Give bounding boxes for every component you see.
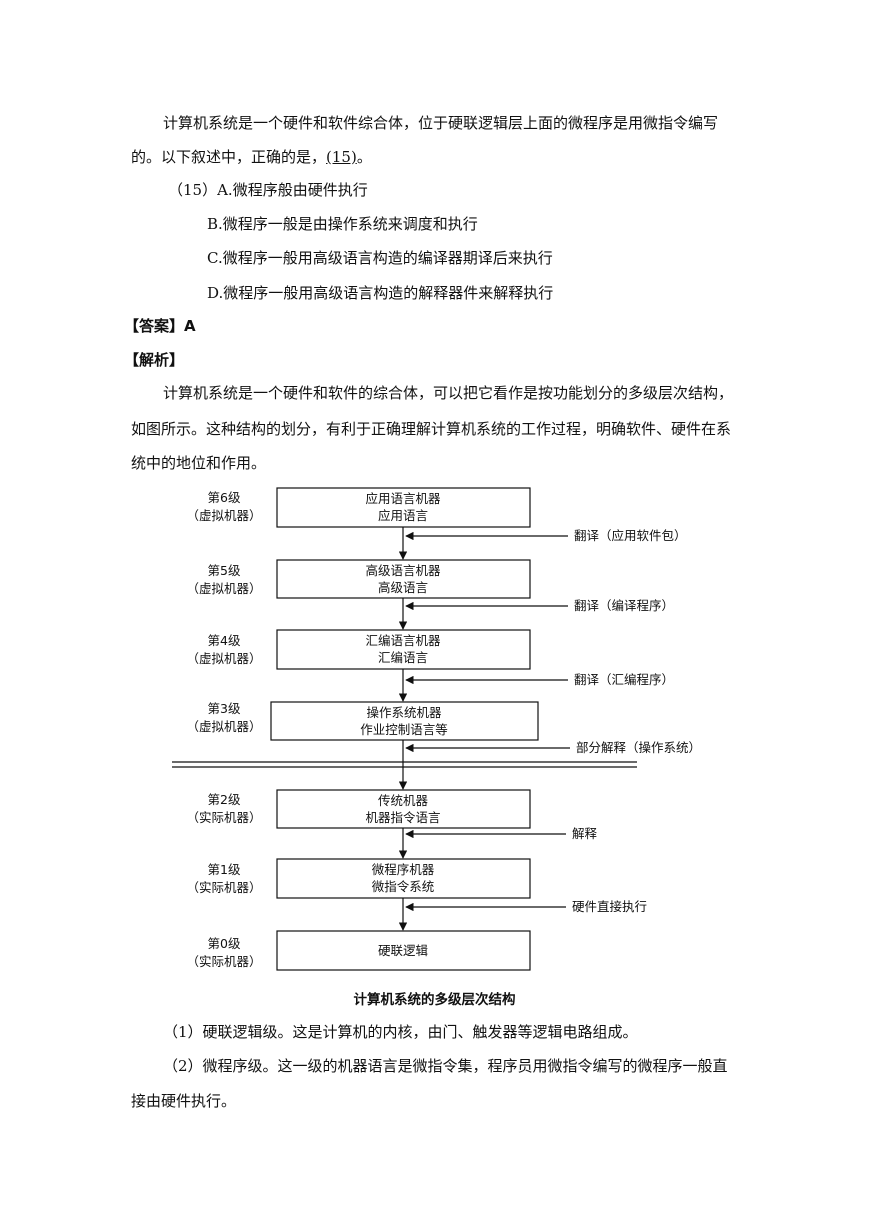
level-1-kind: （实际机器） bbox=[186, 880, 261, 895]
answer-line: 【答案】A bbox=[124, 317, 196, 335]
analysis-line-1: 计算机系统是一个硬件和软件的综合体，可以把它看作是按功能划分的多级层次结构， bbox=[163, 384, 734, 402]
option-b: B.微程序一般是由操作系统来调度和执行 bbox=[207, 215, 478, 233]
level-1-label: 第1级 bbox=[208, 862, 241, 877]
level-3-box-line-2: 作业控制语言等 bbox=[360, 722, 448, 737]
question-line-2-end: 。 bbox=[356, 148, 372, 166]
level-4-kind: （虚拟机器） bbox=[186, 651, 261, 666]
level-3-label: 第3级 bbox=[208, 701, 241, 716]
option-d: D.微程序一般用高级语言构造的解释器件来解释执行 bbox=[207, 284, 554, 302]
level-4-box-line-2: 汇编语言 bbox=[378, 650, 428, 665]
level-0-kind: （实际机器） bbox=[186, 954, 261, 969]
level-5-label: 第5级 bbox=[208, 563, 241, 578]
point-2-line-2: 接由硬件执行。 bbox=[131, 1092, 237, 1110]
analysis-line-3: 统中的地位和作用。 bbox=[131, 454, 267, 472]
level-2-box-line-1: 传统机器 bbox=[378, 793, 429, 808]
transition-label-6: 硬件直接执行 bbox=[572, 899, 647, 914]
level-0-box-line-1: 硬联逻辑 bbox=[378, 943, 428, 958]
level-2-kind: （实际机器） bbox=[186, 810, 261, 825]
level-3-kind: （虚拟机器） bbox=[186, 719, 261, 734]
level-6-box-line-1: 应用语言机器 bbox=[365, 491, 441, 506]
point-1: （1）硬联逻辑级。这是计算机的内核，由门、触发器等逻辑电路组成。 bbox=[163, 1023, 638, 1041]
point-2-line-1: （2）微程序级。这一级的机器语言是微指令集，程序员用微指令编写的微程序一般直 bbox=[163, 1057, 728, 1075]
level-5-box-line-2: 高级语言 bbox=[378, 580, 428, 595]
level-6-kind: （虚拟机器） bbox=[186, 508, 261, 523]
question-blank: (15) bbox=[326, 148, 357, 166]
level-1-box-line-1: 微程序机器 bbox=[372, 862, 435, 877]
transition-label-5: 解释 bbox=[572, 826, 598, 841]
level-6-box bbox=[276, 487, 531, 528]
level-3-box-line-1: 操作系统机器 bbox=[366, 705, 442, 720]
option-a: （15）A.微程序般由硬件执行 bbox=[168, 181, 368, 199]
level-4-box bbox=[276, 629, 531, 670]
diagram-caption: 计算机系统的多级层次结构 bbox=[353, 992, 516, 1008]
level-2-box bbox=[276, 789, 531, 829]
question-line-1: 计算机系统是一个硬件和软件综合体，位于硬联逻辑层上面的微程序是用微指令编写 bbox=[163, 114, 719, 132]
transition-label-2: 翻译（编译程序） bbox=[574, 598, 674, 613]
analysis-line-2: 如图所示。这种结构的划分，有利于正确理解计算机系统的工作过程，明确软件、硬件在系 bbox=[131, 420, 732, 438]
level-2-label: 第2级 bbox=[208, 792, 241, 807]
level-5-box-line-1: 高级语言机器 bbox=[365, 563, 441, 578]
transition-label-4: 部分解释（操作系统） bbox=[576, 740, 701, 755]
level-4-box-line-1: 汇编语言机器 bbox=[365, 633, 441, 648]
level-2-box-line-2: 机器指令语言 bbox=[365, 810, 440, 825]
transition-label-1: 翻译（应用软件包） bbox=[574, 528, 687, 543]
question-line-2: 的。以下叙述中，正确的是，(15)。 bbox=[131, 147, 372, 167]
level-5-kind: （虚拟机器） bbox=[186, 581, 261, 596]
level-0-box bbox=[276, 930, 531, 971]
level-1-box-line-2: 微指令系统 bbox=[372, 879, 435, 894]
level-6-box-line-2: 应用语言 bbox=[378, 508, 428, 523]
option-c: C.微程序一般用高级语言构造的编译器期译后来执行 bbox=[207, 249, 553, 267]
level-6-label: 第6级 bbox=[208, 490, 241, 505]
transition-label-3: 翻译（汇编程序） bbox=[574, 672, 674, 687]
level-3-box bbox=[270, 701, 539, 741]
level-0-label: 第0级 bbox=[208, 936, 241, 951]
level-1-box bbox=[276, 858, 531, 899]
question-line-2-text: 的。以下叙述中，正确的是， bbox=[131, 148, 327, 166]
level-4-label: 第4级 bbox=[208, 633, 241, 648]
analysis-heading: 【解析】 bbox=[124, 351, 185, 369]
